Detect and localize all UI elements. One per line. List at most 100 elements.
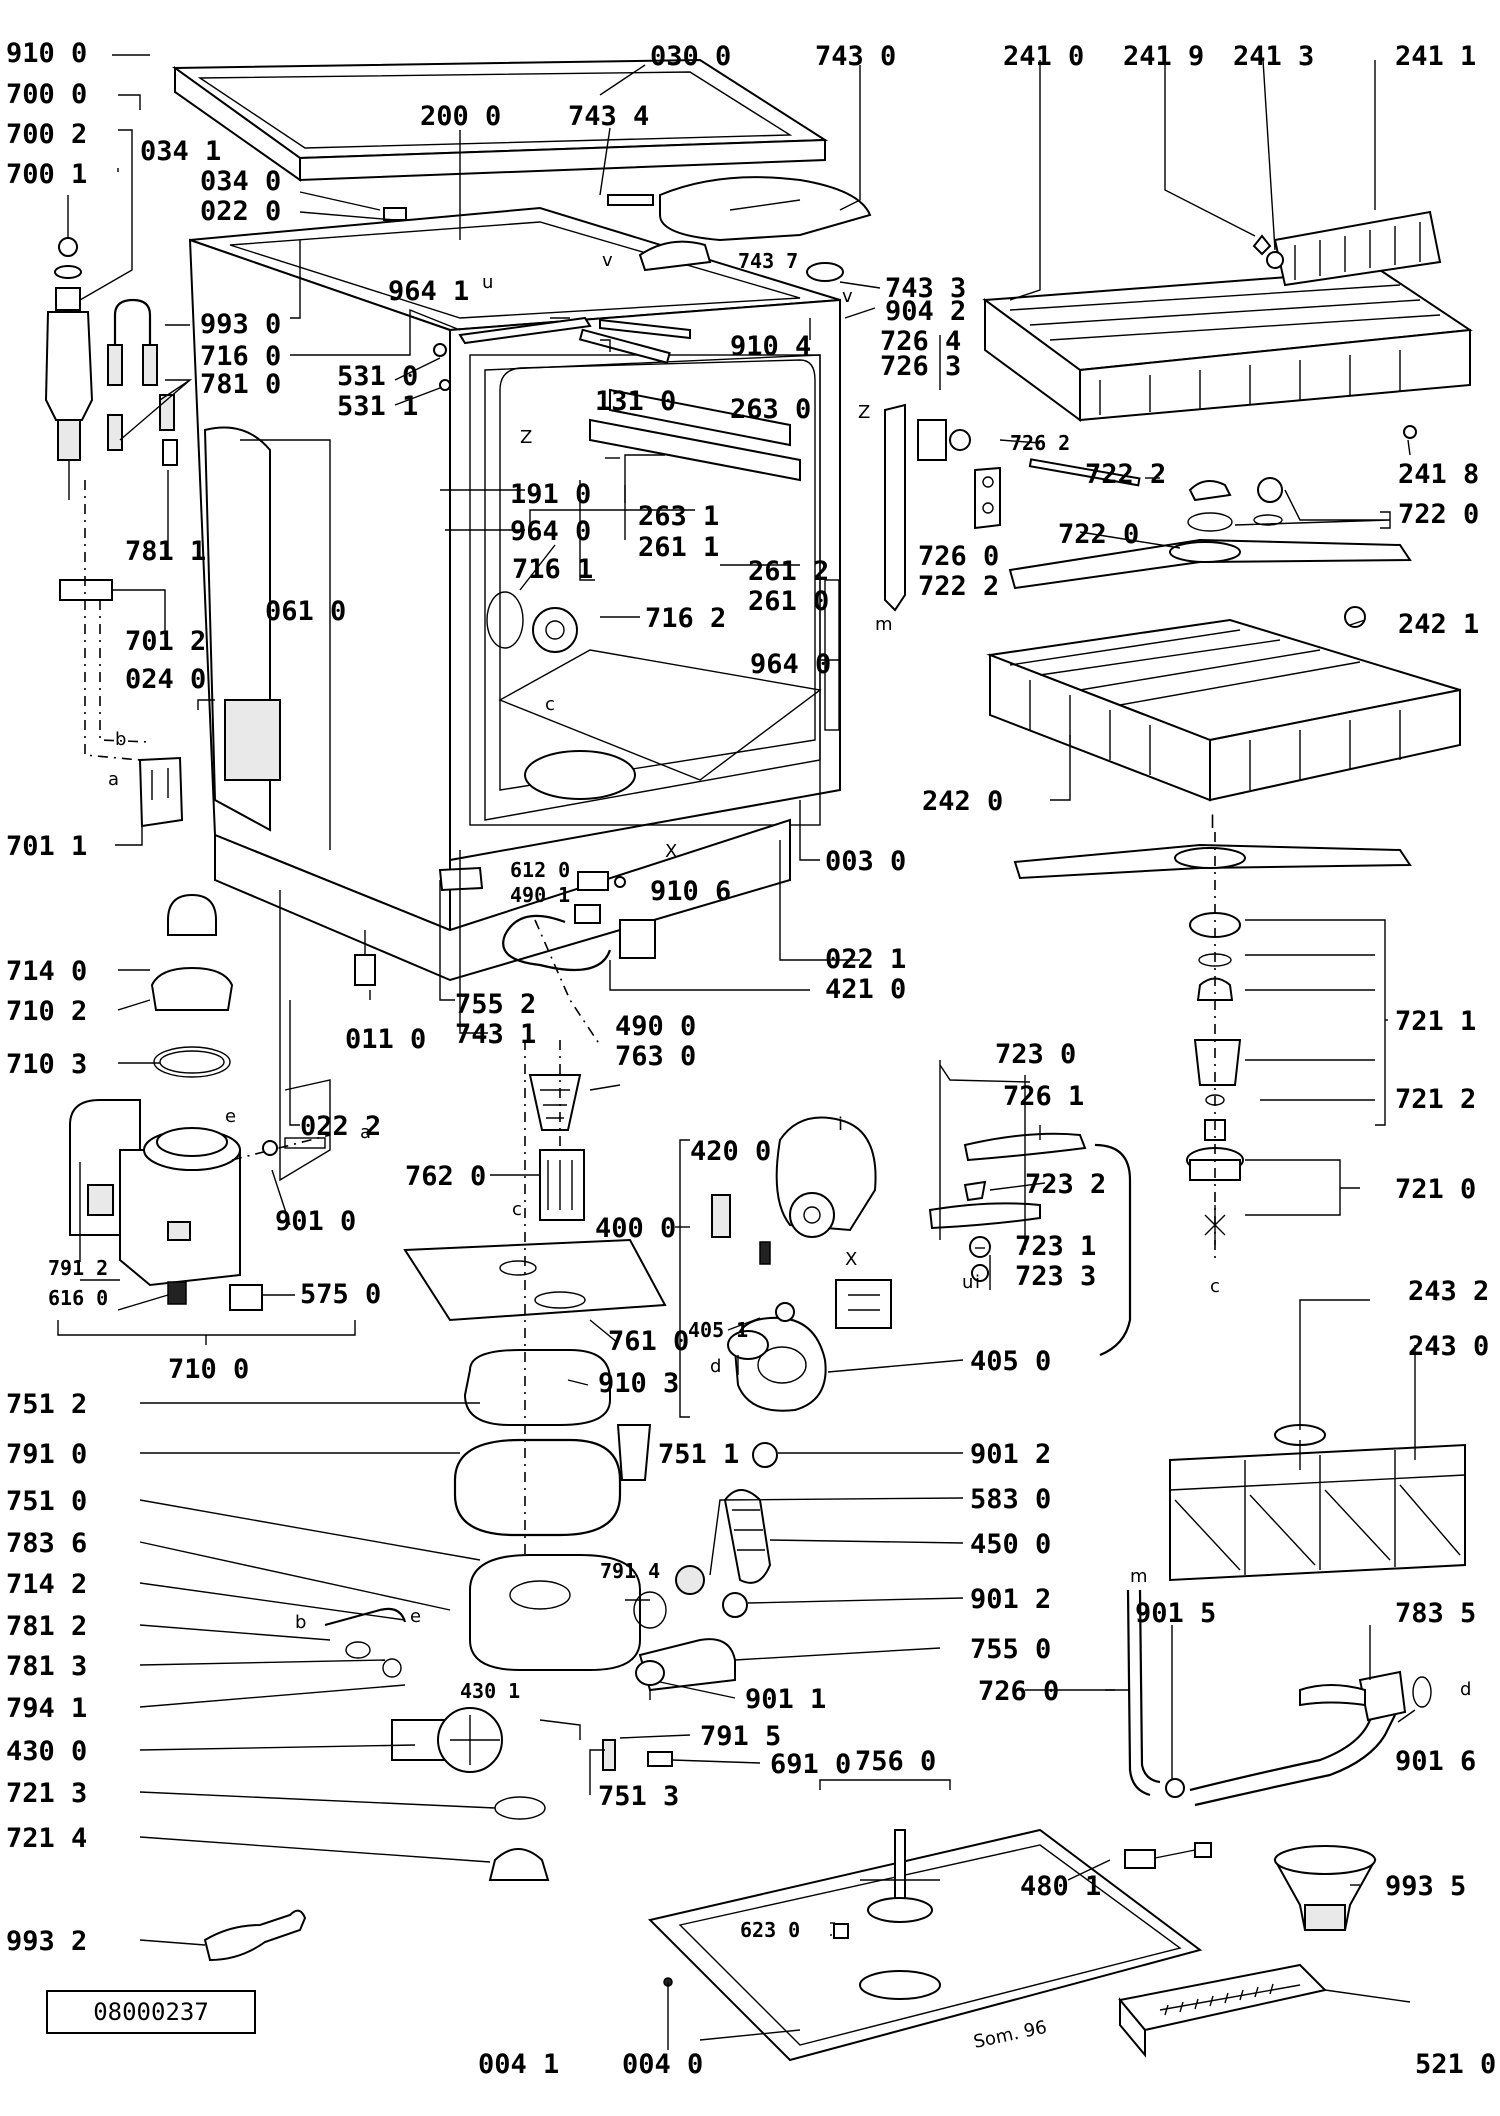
label-761-0: 761 0 <box>608 1326 689 1357</box>
label-721-2: 721 2 <box>1395 1084 1476 1115</box>
label-623-0: 623 0 <box>740 1918 800 1942</box>
upper-spray-arm <box>1008 458 1412 590</box>
label-263-1: 263 1 <box>638 501 719 532</box>
letter-c: c <box>512 1199 522 1220</box>
label-243-0: 243 0 <box>1408 1331 1489 1362</box>
control-panel <box>1118 1963 1327 2058</box>
letter-v: v <box>602 250 613 271</box>
document-number-box: 08000237 <box>46 1990 256 2034</box>
sump-assembly <box>324 1040 736 1881</box>
label-700-0: 700 0 <box>6 79 87 110</box>
label-910-3: 910 3 <box>598 1368 679 1399</box>
label-531-0: 531 0 <box>337 361 418 392</box>
letter-c: c <box>1210 1276 1220 1297</box>
label-726-3: 726 3 <box>880 351 961 382</box>
letter-i: i <box>975 1272 980 1293</box>
misc-parts <box>279 176 872 1182</box>
label-755-0: 755 0 <box>970 1634 1051 1665</box>
lower-spray-arm <box>1013 832 1412 1260</box>
label-241-1: 241 1 <box>1395 41 1476 72</box>
label-726-1: 726 1 <box>1003 1081 1084 1112</box>
label-723-1: 723 1 <box>1015 1231 1096 1262</box>
label-751-2: 751 2 <box>6 1389 87 1420</box>
label-751-3: 751 3 <box>598 1781 679 1812</box>
label-726-0-hose: 726 0 <box>978 1676 1059 1707</box>
label-480-1: 480 1 <box>1020 1871 1101 1902</box>
label-421-0: 421 0 <box>825 974 906 1005</box>
connection-letters: a a b b c c c d d e e m m u u v v X X Z … <box>108 250 1471 1700</box>
label-261-0: 261 0 <box>748 586 829 617</box>
label-131-0: 131 0 <box>595 386 676 417</box>
label-910-6: 910 6 <box>650 876 731 907</box>
inlet-assembly <box>44 237 184 828</box>
label-263-0: 263 0 <box>730 394 811 425</box>
label-420-0: 420 0 <box>690 1136 771 1167</box>
label-751-0: 751 0 <box>6 1486 87 1517</box>
label-755-2: 755 2 <box>455 989 536 1020</box>
label-200-0: 200 0 <box>420 101 501 132</box>
letter-c: c <box>545 694 555 715</box>
label-242-0: 242 0 <box>922 786 1003 817</box>
label-710-3: 710 3 <box>6 1049 87 1080</box>
label-022-2: 022 2 <box>300 1111 381 1142</box>
label-993-5: 993 5 <box>1385 1871 1466 1902</box>
label-791-4: 791 4 <box>600 1559 660 1583</box>
label-964-0-b: 964 0 <box>750 649 831 680</box>
label-723-3: 723 3 <box>1015 1261 1096 1292</box>
letter-z: Z <box>520 427 532 448</box>
wrench <box>203 1909 307 1962</box>
label-794-1: 794 1 <box>6 1693 87 1724</box>
label-781-0: 781 0 <box>200 369 281 400</box>
label-034-1: 034 1 <box>140 136 221 167</box>
label-756-0: 756 0 <box>855 1746 936 1777</box>
label-721-4: 721 4 <box>6 1823 87 1854</box>
label-726-2: 726 2 <box>1010 431 1070 455</box>
upper-basket <box>982 210 1473 439</box>
funnel <box>1273 1845 1377 1931</box>
label-701-2: 701 2 <box>125 626 206 657</box>
leader-lines <box>67 54 1416 2050</box>
letter-d: d <box>710 1356 721 1377</box>
label-901-2-lower: 901 2 <box>970 1584 1051 1615</box>
label-964-0: 964 0 <box>510 516 591 547</box>
label-061-0: 061 0 <box>265 596 346 627</box>
label-901-1: 901 1 <box>745 1684 826 1715</box>
cabinet-frame <box>188 206 841 982</box>
letter-e: e <box>410 1606 421 1627</box>
label-242-1: 242 1 <box>1398 609 1479 640</box>
label-993-0: 993 0 <box>200 309 281 340</box>
label-241-9: 241 9 <box>1123 41 1204 72</box>
label-261-2: 261 2 <box>748 556 829 587</box>
label-726-4: 726 4 <box>880 326 961 357</box>
label-490-1: 490 1 <box>510 883 570 907</box>
label-011-0: 011 0 <box>345 1024 426 1055</box>
label-241-8: 241 8 <box>1398 459 1479 490</box>
label-004-1: 004 1 <box>478 2049 559 2080</box>
label-430-1: 430 1 <box>460 1679 520 1703</box>
label-901-2-upper: 901 2 <box>970 1439 1051 1470</box>
label-751-1: 751 1 <box>658 1439 739 1470</box>
label-743-4: 743 4 <box>568 101 649 132</box>
door-hinge <box>884 403 1001 612</box>
label-030-0: 030 0 <box>650 41 731 72</box>
letter-u: u <box>962 1272 973 1293</box>
label-722-0-ring: 722 0 <box>1058 519 1139 550</box>
letter-v: v <box>842 286 853 307</box>
label-261-1: 261 1 <box>638 532 719 563</box>
cutlery-basket <box>1169 1424 1466 1582</box>
letter-x: X <box>845 1249 857 1270</box>
label-763-0: 763 0 <box>615 1041 696 1072</box>
letter-a: a <box>360 1122 371 1143</box>
label-964-1: 964 1 <box>388 276 469 307</box>
label-710-2: 710 2 <box>6 996 87 1027</box>
label-723-2: 723 2 <box>1025 1169 1106 1200</box>
label-430-0: 430 0 <box>6 1736 87 1767</box>
label-450-0: 450 0 <box>970 1529 1051 1560</box>
label-910-4: 910 4 <box>730 331 811 362</box>
label-243-2: 243 2 <box>1408 1276 1489 1307</box>
label-714-2: 714 2 <box>6 1569 87 1600</box>
label-191-0: 191 0 <box>510 479 591 510</box>
label-531-1: 531 1 <box>337 391 418 422</box>
label-405-1: 405 1 <box>688 1318 748 1342</box>
